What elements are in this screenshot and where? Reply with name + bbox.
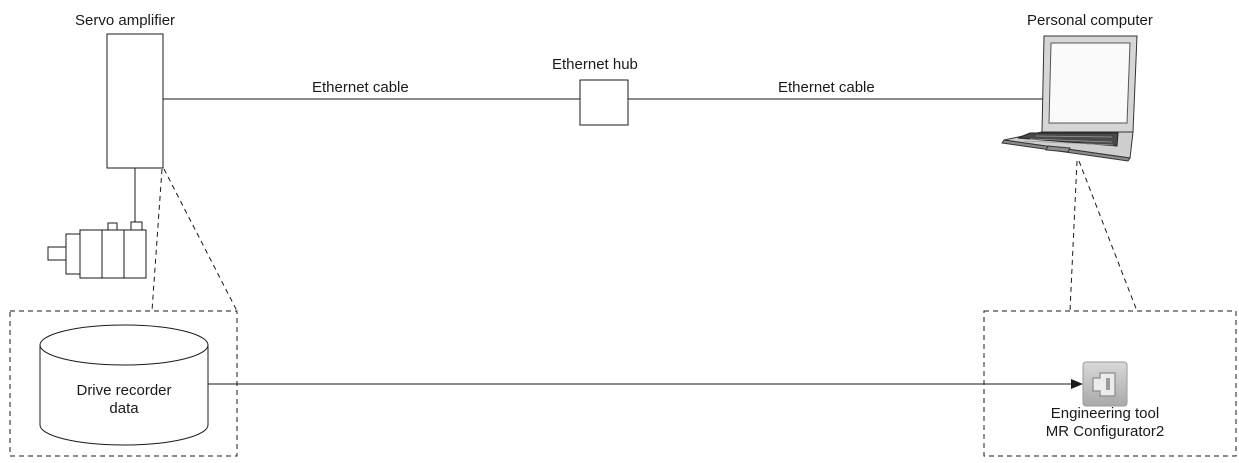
personal-computer-label: Personal computer xyxy=(1027,12,1153,29)
drive-recorder-line2: data xyxy=(109,400,139,417)
ethernet-cable-right-label: Ethernet cable xyxy=(778,79,875,96)
ethernet-hub-label: Ethernet hub xyxy=(552,56,638,73)
drive-recorder-line1: Drive recorder xyxy=(76,382,172,399)
servo-amplifier-box xyxy=(106,33,164,169)
servo-motor-icon xyxy=(47,221,147,279)
ethernet-cable-left-label: Ethernet cable xyxy=(312,79,409,96)
drive-recorder-label: Drive recorder data xyxy=(40,382,208,418)
mr-configurator2-icon xyxy=(1082,361,1128,407)
amplifier-callout-right xyxy=(163,168,238,312)
laptop-callout-left xyxy=(1069,160,1078,312)
ethernet-hub-box xyxy=(579,79,629,126)
engineering-tool-line1: Engineering tool xyxy=(1050,405,1160,422)
laptop-icon xyxy=(1001,35,1138,162)
engineering-tool-line2: MR Configurator2 xyxy=(1045,423,1165,440)
engineering-tool-label: Engineering tool MR Configurator2 xyxy=(1010,405,1200,441)
amplifier-callout-left xyxy=(151,168,163,312)
laptop-callout-right xyxy=(1078,160,1138,312)
database-cylinder-icon xyxy=(39,324,209,446)
engineering-tool-box xyxy=(983,310,1237,457)
servo-amplifier-label: Servo amplifier xyxy=(75,12,176,29)
